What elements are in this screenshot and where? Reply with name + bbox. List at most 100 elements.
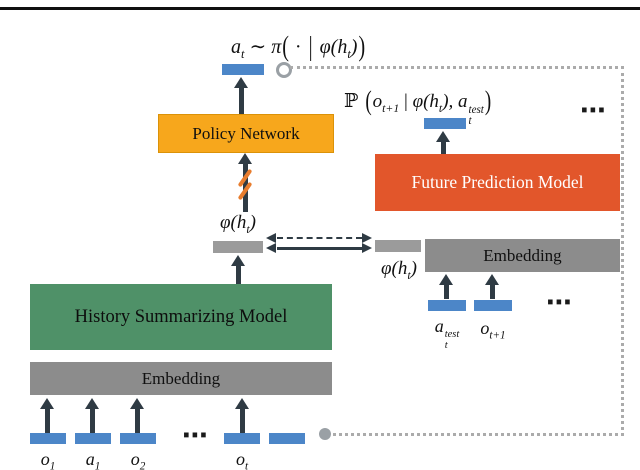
o-next-bar [474,300,512,311]
future-output-arrow-shaft [441,141,446,154]
phi-right-main: φ(h [381,258,408,279]
o-next-sub: t+1 [489,329,506,342]
policy-formula: at ∼ π( · | φ(ht)) [231,31,366,63]
latent-link-solid-right-head [362,243,372,253]
stop-gradient-arrow-head [238,153,252,164]
policy-formula-phi-sub: t [347,47,351,61]
future-prediction-model-box: Future Prediction Model [375,154,620,211]
a-test-var: a [434,316,444,336]
phi-center-sub: t [246,222,250,236]
o-next-var: o [480,318,490,338]
obs-bar-ot [224,433,260,444]
label-o1: o1 [30,449,66,470]
policy-network-label: Policy Network [192,123,300,143]
embedding-left-box: Embedding [30,362,332,395]
ot-arrow-shaft [240,408,245,433]
o-next-arrow-head [485,274,499,285]
prediction-phi-close: ), [442,91,459,112]
latent-link-solid-line [277,247,362,250]
policy-formula-dot: · [289,36,307,58]
action-bar-a1 [75,433,111,444]
latent-bar-right [375,240,421,252]
loop-start-circle [276,62,292,78]
phi-right-close: ) [410,258,417,279]
ot-arrow-head [235,398,249,409]
prediction-phi: φ(h [412,91,439,112]
a1-arrow-shaft [90,408,95,433]
latent-bar-center [213,241,263,253]
o1-sub: 1 [49,460,56,470]
obs-bar-extra [269,433,305,444]
policy-network-box: Policy Network [158,114,334,153]
prediction-bar: | [399,91,413,112]
embedding-right-box: Embedding [425,239,620,272]
a1-var: a [85,449,95,469]
label-ot: ot [224,449,260,470]
policy-formula-bar: | [308,31,313,62]
latent-link-dashed-right-head [362,233,372,243]
prediction-close-paren: ) [484,86,492,117]
latent-link-dashed-left-head [266,233,276,243]
prediction-o: o [372,91,383,112]
a-test-arrow-shaft [444,284,449,299]
policy-formula-close-paren: ) [358,30,366,63]
policy-output-arrow-shaft [239,87,244,114]
o2-arrow-shaft [135,408,140,433]
prediction-a: a [458,91,468,112]
figure-top-rule [0,7,640,10]
ot-var: o [235,449,245,469]
probability-symbol: ℙ [344,90,365,112]
o1-arrow-head [40,398,54,409]
policy-formula-phi: φ(h [314,36,348,58]
phi-label-right: φ(ht) [372,258,426,282]
pi-symbol: π [271,36,282,58]
policy-output-arrow-head [234,77,248,88]
ellipsis-middle-right: ⋯ [546,288,572,318]
a1-arrow-head [85,398,99,409]
obs-bar-o2 [120,433,156,444]
a-test-arrow-head [439,274,453,285]
phi-center-close: ) [249,212,256,233]
prediction-a-sup: test [468,103,484,116]
a-test-sub: t [444,340,448,352]
ellipsis-bottom: ⋯ [182,421,208,451]
ot-sub: t [244,460,249,470]
ellipsis-top-right: ⋯ [580,96,606,126]
a-test-sup: test [444,329,460,341]
phi-right-sub: t [407,268,411,282]
o-next-arrow-shaft [490,284,495,299]
future-prediction-model-label: Future Prediction Model [411,172,584,192]
o2-arrow-head [130,398,144,409]
o1-arrow-shaft [45,408,50,433]
policy-formula-phi-close: ) [350,36,358,58]
o2-sub: 2 [139,460,146,470]
policy-formula-var-sub: t [241,47,245,61]
prediction-output-bar [424,118,466,129]
prediction-open-paren: ( [365,86,372,117]
o1-var: o [40,449,50,469]
prediction-o-sub: t+1 [382,101,400,115]
policy-formula-open-paren: ( [282,30,289,63]
phi-label-center: φ(ht) [210,212,266,236]
loop-end-dot [319,428,331,440]
o2-var: o [130,449,140,469]
embedding-left-label: Embedding [141,368,221,388]
history-summarizing-model-box: History Summarizing Model [30,284,332,350]
label-a1: a1 [75,449,111,470]
latent-link-solid-left-head [266,243,276,253]
embedding-right-label: Embedding [483,245,562,265]
loop-dotted-top [290,66,624,69]
loop-dotted-right [621,66,624,436]
prediction-a-sub: t [468,115,472,128]
phi-center-main: φ(h [220,212,247,233]
policy-formula-var: a [231,36,241,58]
a1-sub: 1 [94,460,101,470]
policy-formula-sim: ∼ [244,36,272,58]
history-summarizing-model-label: History Summarizing Model [74,306,288,327]
history-output-arrow-shaft [236,265,241,284]
